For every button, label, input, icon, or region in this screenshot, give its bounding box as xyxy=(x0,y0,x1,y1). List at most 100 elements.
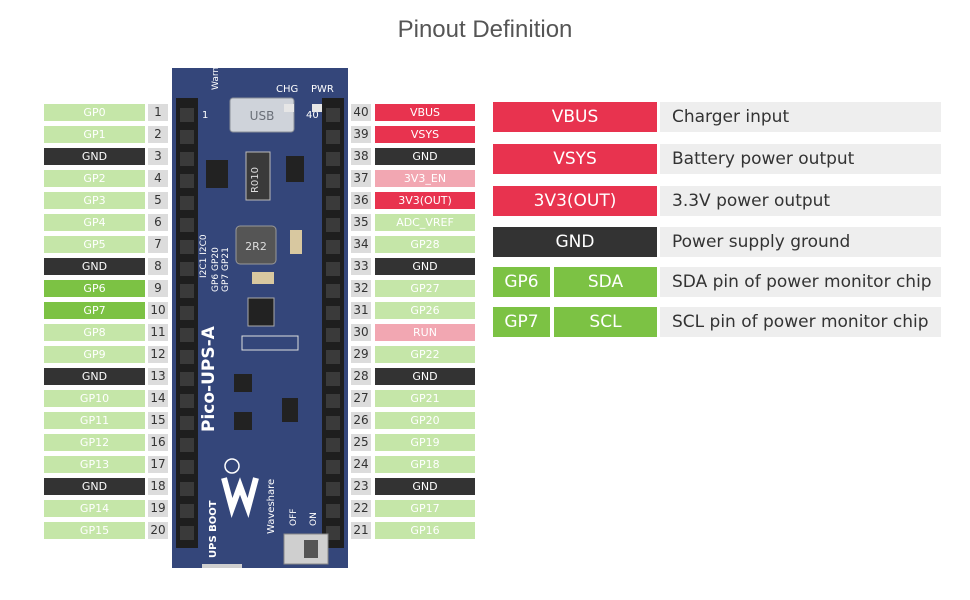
header-pin-hole xyxy=(180,504,194,518)
boot-button[interactable] xyxy=(202,564,242,568)
right-pin-label: GP27 xyxy=(375,280,475,297)
header-pin-hole xyxy=(180,526,194,540)
header-pin-hole xyxy=(326,196,340,210)
left-pin-number: 11 xyxy=(148,324,168,341)
right-pin-number: 31 xyxy=(351,302,371,319)
left-pin-number: 2 xyxy=(148,126,168,143)
left-pin-number: 13 xyxy=(148,368,168,385)
right-pin-number: 27 xyxy=(351,390,371,407)
left-pin-number: 20 xyxy=(148,522,168,539)
legend-key: GND xyxy=(493,227,657,257)
right-pin-number: 25 xyxy=(351,434,371,451)
left-pin-label: GND xyxy=(44,368,145,385)
header-pin-hole xyxy=(180,152,194,166)
gp-silkscreen-a: GP6 GP20 xyxy=(211,247,221,292)
usb-connector xyxy=(229,97,295,133)
header-pin-hole xyxy=(326,284,340,298)
legend-row: 3V3(OUT)3.3V power output xyxy=(493,186,941,216)
diode xyxy=(282,398,298,422)
right-pin-label: GP20 xyxy=(375,412,475,429)
right-pin-number: 26 xyxy=(351,412,371,429)
left-pin-number: 6 xyxy=(148,214,168,231)
capacitor-2 xyxy=(252,272,274,284)
left-pin-label: GP3 xyxy=(44,192,145,209)
header-pin-hole xyxy=(180,460,194,474)
header-pin-hole xyxy=(180,482,194,496)
legend-description: 3.3V power output xyxy=(660,186,941,216)
r010-label: R010 xyxy=(250,167,261,193)
header-pin-hole xyxy=(326,130,340,144)
right-pin-label: GND xyxy=(375,478,475,495)
header-pin-hole xyxy=(326,306,340,320)
legend-description: SCL pin of power monitor chip xyxy=(660,307,941,337)
header-pin-hole xyxy=(326,504,340,518)
left-pin-number: 5 xyxy=(148,192,168,209)
left-pin-label: GP5 xyxy=(44,236,145,253)
right-pin-number: 39 xyxy=(351,126,371,143)
left-pin-number: 4 xyxy=(148,170,168,187)
left-pin-number: 16 xyxy=(148,434,168,451)
header-pin-hole xyxy=(180,262,194,276)
waveshare-logo-icon xyxy=(221,477,259,518)
header-pin-hole xyxy=(326,152,340,166)
inductor-label: 2R2 xyxy=(245,240,267,253)
left-pin-label: GP9 xyxy=(44,346,145,363)
right-pin-label: VSYS xyxy=(375,126,475,143)
ic-chip-2 xyxy=(286,156,304,182)
legend-key: 3V3(OUT) xyxy=(493,186,657,216)
left-pin-label: GP1 xyxy=(44,126,145,143)
right-pin-number: 22 xyxy=(351,500,371,517)
right-pin-number: 21 xyxy=(351,522,371,539)
left-pin-number: 8 xyxy=(148,258,168,275)
right-pin-label: GP19 xyxy=(375,434,475,451)
header-pin-hole xyxy=(180,284,194,298)
chg-label: CHG xyxy=(276,84,298,95)
right-pin-number: 38 xyxy=(351,148,371,165)
ic-chip-1 xyxy=(206,160,228,188)
right-header-strip xyxy=(322,98,344,548)
header-pin-hole xyxy=(180,416,194,430)
header-pin-hole xyxy=(180,196,194,210)
pwr-label: PWR xyxy=(311,84,334,95)
registered-mark-icon xyxy=(224,458,240,474)
right-pin-label: GP21 xyxy=(375,390,475,407)
mosfet-1 xyxy=(234,374,252,392)
right-pin-number: 24 xyxy=(351,456,371,473)
left-pin-number: 1 xyxy=(148,104,168,121)
left-pin-label: GP0 xyxy=(44,104,145,121)
header-pin-hole xyxy=(326,328,340,342)
right-pin-label: VBUS xyxy=(375,104,475,121)
right-pin-number: 23 xyxy=(351,478,371,495)
header-pin-hole xyxy=(326,108,340,122)
header-pin-hole xyxy=(180,394,194,408)
left-pin-number: 14 xyxy=(148,390,168,407)
header-pin-hole xyxy=(326,218,340,232)
pin1-marker: 1 xyxy=(202,110,208,121)
pin40-marker: 40 xyxy=(306,110,319,121)
right-pin-label: GP16 xyxy=(375,522,475,539)
left-header-strip xyxy=(176,98,198,548)
right-pin-number: 35 xyxy=(351,214,371,231)
power-monitor-chip xyxy=(247,297,275,327)
header-pin-hole xyxy=(326,240,340,254)
header-pin-hole xyxy=(180,328,194,342)
header-pin-hole xyxy=(180,218,194,232)
legend-key: SCL xyxy=(554,307,657,337)
power-switch-knob[interactable] xyxy=(304,540,318,558)
legend-gpio: GP6 xyxy=(493,267,550,297)
header-pin-hole xyxy=(326,438,340,452)
left-pin-label: GND xyxy=(44,148,145,165)
left-pin-number: 3 xyxy=(148,148,168,165)
legend-description: SDA pin of power monitor chip xyxy=(660,267,941,297)
usb-label: USB xyxy=(250,109,275,123)
left-pin-number: 18 xyxy=(148,478,168,495)
left-pin-label: GP13 xyxy=(44,456,145,473)
right-pin-label: GP22 xyxy=(375,346,475,363)
legend-key: SDA xyxy=(554,267,657,297)
left-pin-number: 12 xyxy=(148,346,168,363)
right-pin-number: 34 xyxy=(351,236,371,253)
